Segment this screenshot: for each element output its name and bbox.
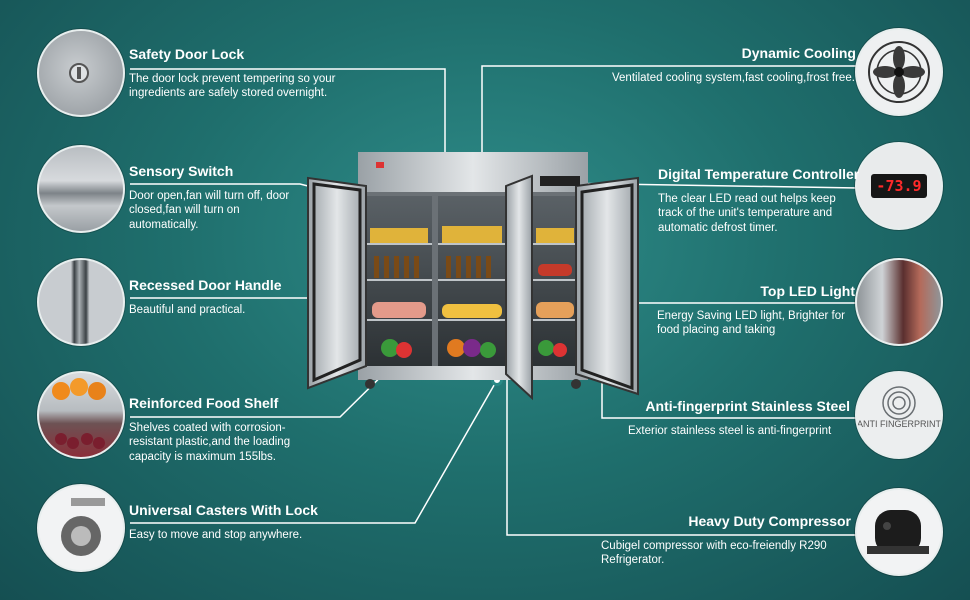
feature-desc: Beautiful and practical. (129, 304, 246, 316)
heavy-duty-compressor-thumbnail (855, 488, 943, 576)
recessed-door-handle-thumbnail (37, 258, 125, 346)
digital-temp-controller-thumbnail: -73.9 (855, 142, 943, 230)
compressor-icon (875, 510, 921, 554)
dynamic-cooling-thumbnail (855, 28, 943, 116)
feature-desc: Easy to move and stop anywhere. (129, 529, 303, 541)
anti-fingerprint-thumbnail: ANTI FINGERPRINT (855, 371, 943, 459)
heavy-duty-compressor-feature: Heavy Duty Compressor Cubigel compressor… (601, 513, 851, 568)
universal-casters-feature: Universal Casters With Lock Easy to move… (129, 502, 349, 542)
anti-fingerprint-feature: Anti-fingerprint Stainless Steel Exterio… (628, 398, 850, 438)
feature-title: Reinforced Food Shelf (129, 395, 279, 411)
feature-desc: Cubigel compressor with eco-freiendly R2… (601, 540, 827, 567)
feature-title: Safety Door Lock (129, 46, 245, 62)
feature-title: Sensory Switch (129, 163, 234, 179)
safety-door-lock-thumbnail (37, 29, 125, 117)
top-led-light-feature: Top LED Light Energy Saving LED light, B… (657, 283, 855, 338)
feature-desc: Energy Saving LED light, Brighter for fo… (657, 310, 845, 337)
feature-title: Top LED Light (760, 283, 855, 299)
feature-title: Anti-fingerprint Stainless Steel (645, 398, 850, 414)
feature-title: Digital Temperature Controller (658, 166, 860, 182)
feature-title: Dynamic Cooling (741, 45, 856, 61)
fan-icon (868, 41, 930, 103)
sensory-switch-thumbnail (37, 145, 125, 233)
feature-desc: Shelves coated with corrosion-resistant … (129, 422, 291, 463)
feature-title: Universal Casters With Lock (129, 502, 318, 518)
safety-door-lock-feature: Safety Door Lock The door lock prevent t… (129, 46, 389, 101)
feature-desc: Ventilated cooling system,fast cooling,f… (612, 72, 855, 84)
feature-desc: The door lock prevent tempering so your … (129, 73, 336, 100)
sensory-switch-feature: Sensory Switch Door open,fan will turn o… (129, 163, 309, 232)
feature-desc: Door open,fan will turn off, door closed… (129, 190, 290, 231)
top-led-light-thumbnail (855, 258, 943, 346)
digital-temp-controller-feature: Digital Temperature Controller The clear… (658, 166, 860, 235)
feature-title: Recessed Door Handle (129, 277, 282, 293)
universal-casters-thumbnail (37, 484, 125, 572)
refrigerator-illustration (307, 152, 639, 401)
recessed-door-handle-feature: Recessed Door Handle Beautiful and pract… (129, 277, 329, 317)
temp-display: -73.9 (871, 174, 927, 198)
feature-desc: The clear LED read out helps keep track … (658, 193, 836, 234)
reinforced-food-shelf-thumbnail (37, 371, 125, 459)
feature-desc: Exterior stainless steel is anti-fingerp… (628, 425, 832, 437)
reinforced-food-shelf-feature: Reinforced Food Shelf Shelves coated wit… (129, 395, 319, 464)
fingerprint-icon (882, 386, 916, 420)
dynamic-cooling-feature: Dynamic Cooling Ventilated cooling syste… (612, 45, 856, 85)
anti-fingerprint-label: ANTI FINGERPRINT (857, 419, 942, 429)
feature-title: Heavy Duty Compressor (688, 513, 851, 529)
